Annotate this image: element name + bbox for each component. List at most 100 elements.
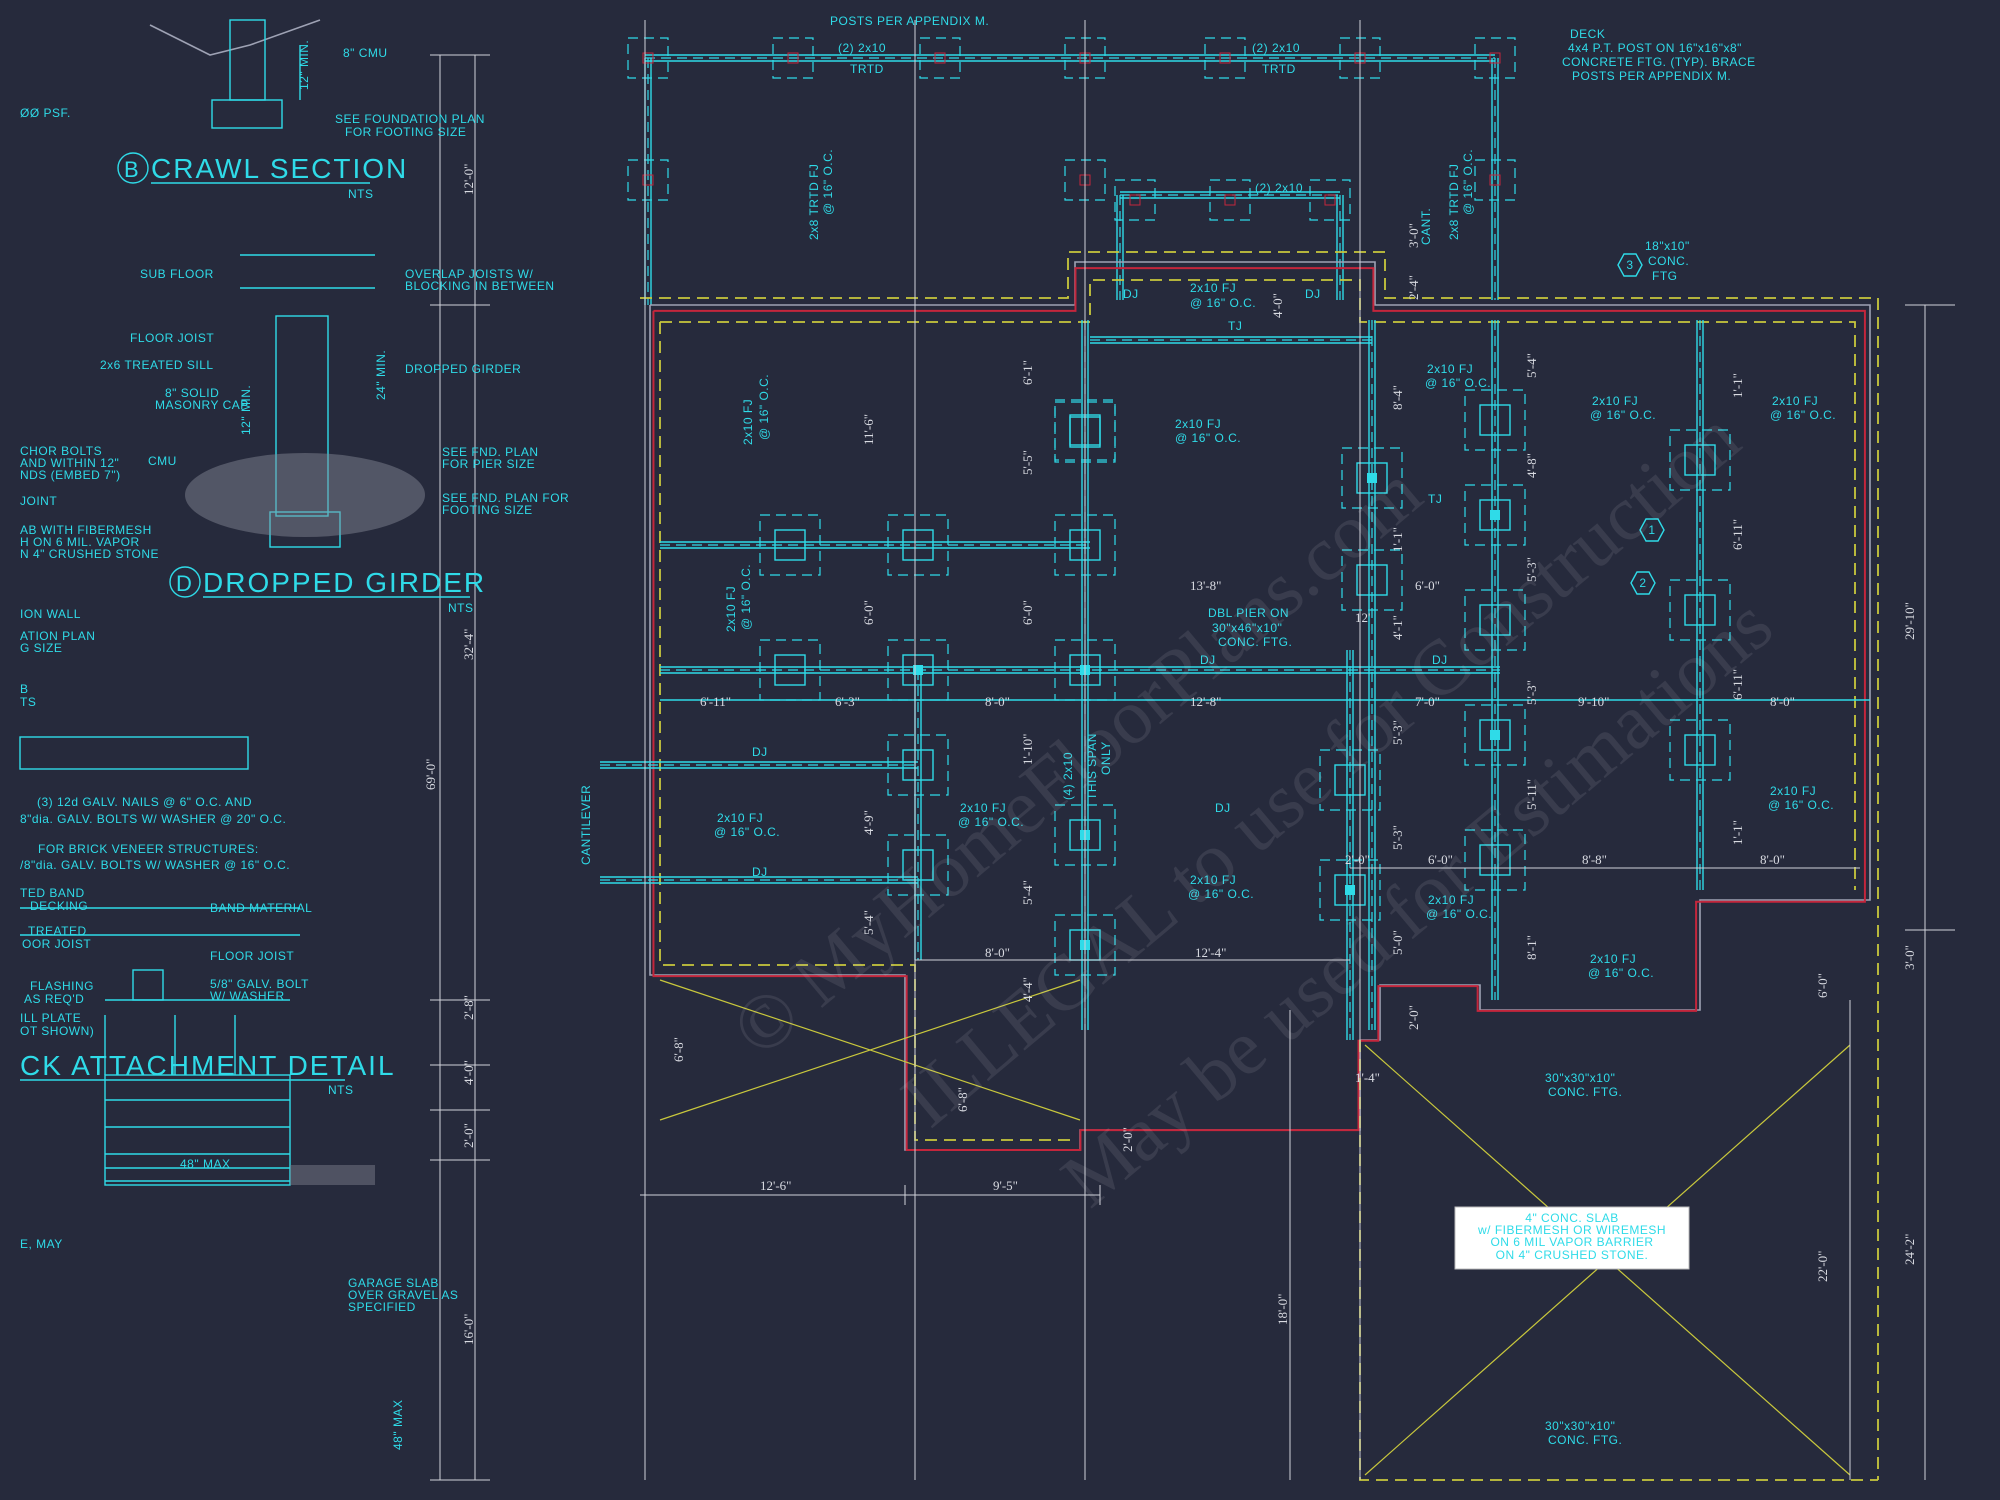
annotation-label: DJ	[752, 865, 768, 879]
dimension-label: 1'-1"	[1390, 527, 1405, 552]
annotation-label: G SIZE	[20, 641, 62, 655]
dimension-label: 9'-5"	[993, 1178, 1018, 1193]
annotation-label: DBL PIER ON	[1208, 606, 1289, 620]
annotation-label: 2x6 TREATED SILL	[100, 358, 214, 372]
detail-title: CK ATTACHMENT DETAIL	[20, 1050, 396, 1081]
pier-footing	[1669, 719, 1731, 781]
annotation-label: H ON 6 MIL. VAPOR	[20, 535, 140, 549]
deck-band-board	[19, 736, 249, 770]
dimension-label: 4'-0"	[461, 1060, 476, 1085]
annotation-label: FLASHING	[30, 979, 94, 993]
annotation-label: CONC. FTG.	[1548, 1433, 1622, 1447]
annotation-label: OOR JOIST	[22, 937, 91, 951]
pier-footing	[1464, 389, 1526, 451]
annotation-label: (4) 2x10	[1061, 752, 1075, 800]
annotation-label: DJ	[1123, 287, 1139, 301]
annotation-label: 2x10 FJ	[1770, 784, 1816, 798]
pier	[1479, 604, 1511, 636]
dimension-label: 6'-11"	[700, 694, 731, 709]
annotation-label: 2x10 FJ	[717, 811, 763, 825]
annotation-label: OVER GRAVEL AS	[348, 1288, 458, 1302]
annotation-label: DECKING	[30, 899, 88, 913]
pier-footing	[1669, 429, 1731, 491]
dimension-label: 5'-0"	[1390, 930, 1405, 955]
pier	[902, 529, 934, 561]
dimension-label: 5'-4"	[1524, 353, 1539, 378]
dimension-label: 8'-0"	[985, 945, 1010, 960]
dimension-label: 2'-0"	[1120, 1127, 1135, 1152]
annotation-label: W/ WASHER	[210, 989, 285, 1003]
dimension-label: 5'-11"	[1524, 779, 1539, 810]
pier-footing	[1464, 484, 1526, 546]
dimension-label: 5'-4"	[861, 910, 876, 935]
annotation-label: BAND MATERIAL	[210, 901, 312, 915]
annotation-label: JOINT	[20, 494, 57, 508]
dimension-label: 6'-11"	[1730, 519, 1745, 550]
dimension-label: 12'	[1355, 610, 1370, 625]
annotation-label: MASONRY CAP	[155, 398, 249, 412]
dimension-label: 11'-6"	[861, 414, 876, 445]
dimension-label: 5'-5"	[1020, 450, 1035, 475]
dimension-label: 2'-0"	[461, 1123, 476, 1148]
dimension-label: 4'-1"	[1390, 615, 1405, 640]
detail-marker: B	[124, 157, 139, 182]
pier-footing	[1341, 447, 1403, 509]
pier	[1356, 564, 1388, 596]
dimension-label: 6'-8"	[671, 1037, 686, 1062]
dimension-label: 1'-4"	[1355, 1070, 1380, 1085]
annotation-label: 8"dia. GALV. BOLTS W/ WASHER @ 20" O.C.	[20, 812, 286, 826]
dimension-label: 1'-1"	[1730, 820, 1745, 845]
annotation-label: ILL PLATE	[20, 1011, 81, 1025]
deck-post-footing	[919, 37, 961, 79]
annotation-label: ATION PLAN	[20, 629, 95, 643]
annotation-label: 12" MIN.	[239, 385, 253, 435]
annotation-label: SPECIFIED	[348, 1300, 416, 1314]
detail-scale: NTS	[348, 187, 374, 201]
annotation-label: 8" SOLID	[165, 386, 219, 400]
pier	[1684, 444, 1716, 476]
dimension-label: 4'-0"	[1270, 293, 1285, 318]
slab-note-box	[1454, 1206, 1690, 1270]
annotation-label: 2x10 FJ	[741, 399, 755, 445]
pier	[1684, 594, 1716, 626]
annotation-label: AS REQ'D	[24, 992, 84, 1006]
dimension-label: 3'-0"	[1406, 223, 1421, 248]
annotation-label: 30"x30"x10"	[1545, 1419, 1615, 1433]
crawl-x	[659, 979, 1081, 1121]
dimension-label: 5'-3"	[1524, 557, 1539, 582]
annotation-label: POSTS PER APPENDIX M.	[830, 14, 989, 28]
annotation-label: NDS (EMBED 7")	[20, 468, 121, 482]
annotation-label: 4x4 P.T. POST ON 16"x16"x8"	[1568, 41, 1742, 55]
annotation-label: 5/8" GALV. BOLT	[210, 977, 309, 991]
annotation-label: OVERLAP JOISTS W/	[405, 267, 533, 281]
pier-footing	[1464, 704, 1526, 766]
annotation-label: FOR BRICK VENEER STRUCTURES:	[38, 842, 259, 856]
pier-post	[1490, 730, 1500, 740]
crawl-footing	[211, 99, 283, 129]
annotation-label: @ 16" O.C.	[714, 825, 780, 839]
detail-scale: NTS	[328, 1083, 354, 1097]
annotation-label: @ 16" O.C.	[1175, 431, 1241, 445]
deck-post-footing	[627, 159, 669, 201]
annotation-label: (3) 12d GALV. NAILS @ 6" O.C. AND	[37, 795, 252, 809]
annotation-label: 2x10 FJ	[1772, 394, 1818, 408]
annotation-label: B	[20, 682, 29, 696]
annotation-label: 30"x46"x10"	[1212, 621, 1282, 635]
dimension-label: 12'-6"	[760, 1178, 791, 1193]
dimension-label: 1'-10"	[1020, 734, 1035, 765]
annotation-label: @ 16" O.C.	[1461, 149, 1475, 215]
garage-detail-wall	[104, 1074, 291, 1186]
dimension-label: 24'-2"	[1902, 1234, 1917, 1265]
annotation-label: DJ	[752, 745, 768, 759]
annotation-label: CONCRETE FTG. (TYP). BRACE	[1562, 55, 1756, 69]
detail-marker: D	[176, 571, 192, 596]
annotation-label: 2x10 FJ	[1590, 952, 1636, 966]
deck-post-footing	[1204, 37, 1246, 79]
dimension-label: 8'-0"	[985, 694, 1010, 709]
annotation-label: @ 16" O.C.	[1770, 408, 1836, 422]
dimension-label: 2'-8"	[461, 995, 476, 1020]
annotation-label: FTG	[1652, 269, 1678, 283]
annotation-label: SEE FOUNDATION PLAN	[335, 112, 485, 126]
annotation-label: TED BAND	[20, 886, 85, 900]
dimension-label: 1'-1"	[1730, 373, 1745, 398]
